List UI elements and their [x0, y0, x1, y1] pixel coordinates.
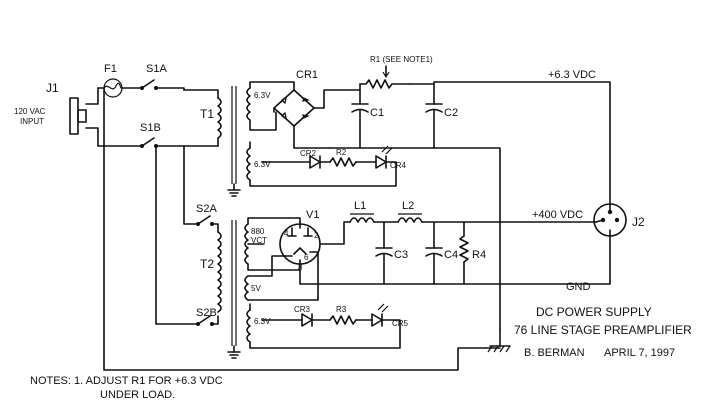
- diode-cr3: [301, 313, 313, 327]
- label-pin4: 4: [284, 229, 289, 238]
- label-cr4: CR4: [390, 161, 407, 170]
- label-j1: J1: [46, 81, 59, 95]
- t2-primary-coil: [217, 231, 222, 313]
- t2-core: [231, 220, 237, 346]
- label-t1-sec2: 6.3V: [254, 160, 271, 169]
- switch-s2a: [196, 215, 214, 226]
- label-t2-5v: 5V: [251, 284, 261, 293]
- choke-l1: [349, 213, 375, 223]
- label-c3: C3: [394, 249, 408, 261]
- switch-s1b: [140, 137, 158, 148]
- label-r3: R3: [336, 305, 347, 314]
- resistor-r4: [459, 221, 469, 285]
- notes-line-1: NOTES: 1. ADJUST R1 FOR +6.3 VDC: [30, 375, 223, 387]
- chassis-ground: [487, 329, 511, 353]
- t1-core: [231, 86, 237, 184]
- label-t2-63v: 6.3V: [254, 317, 271, 326]
- label-t2-hv-1: 880: [251, 227, 265, 236]
- title-line-1: DC POWER SUPPLY: [536, 305, 652, 319]
- title-author: B. BERMAN: [524, 347, 585, 359]
- label-s2b: S2B: [196, 307, 217, 319]
- ground-symbol-t2: [227, 345, 241, 359]
- choke-l2: [397, 213, 423, 223]
- label-l2: L2: [402, 200, 414, 212]
- label-t1-sec1: 6.3V: [254, 91, 271, 100]
- label-f1: F1: [104, 63, 117, 75]
- label-j2: J2: [632, 215, 645, 229]
- fuse-f1: [103, 78, 123, 98]
- label-cr1: CR1: [296, 69, 318, 81]
- label-l1: L1: [354, 200, 366, 212]
- t1-secondary-1: [246, 81, 295, 131]
- t1-primary-coil: [217, 97, 222, 139]
- label-v1: V1: [306, 209, 319, 221]
- label-cr3: CR3: [294, 305, 311, 314]
- label-s2a: S2A: [196, 203, 217, 215]
- label-t2: T2: [200, 257, 214, 271]
- capacitor-c1: [351, 89, 369, 149]
- capacitor-c2: [425, 83, 443, 149]
- label-v63: +6.3 VDC: [548, 69, 596, 81]
- label-v400: +400 VDC: [532, 209, 583, 221]
- label-cr5: CR5: [392, 319, 409, 328]
- capacitor-c3: [375, 221, 393, 285]
- label-s1b: S1B: [140, 122, 161, 134]
- notes-line-2: UNDER LOAD.: [100, 389, 175, 401]
- label-pin8: 8: [298, 263, 303, 272]
- label-pin6: 6: [304, 253, 309, 262]
- label-input-2: INPUT: [20, 117, 44, 126]
- led-cr5: [371, 303, 389, 327]
- resistor-r3: [329, 315, 357, 325]
- potentiometer-r1: [359, 65, 411, 89]
- t1-secondary-2: [246, 141, 397, 187]
- label-r4: R4: [472, 249, 486, 261]
- label-pin2: 2: [314, 231, 319, 240]
- label-c2: C2: [444, 107, 458, 119]
- label-r2: R2: [336, 148, 347, 157]
- label-t1: T1: [200, 107, 214, 121]
- t2-secondary-hv: [244, 217, 301, 271]
- capacitor-c4: [425, 221, 443, 285]
- t2-secondary-63v: [246, 303, 401, 349]
- label-s1a: S1A: [146, 63, 167, 75]
- resistor-r2: [329, 157, 357, 167]
- label-c4: C4: [444, 249, 458, 261]
- label-c1: C1: [370, 107, 384, 119]
- title-line-2: 76 LINE STAGE PREAMPLIFIER: [514, 323, 692, 337]
- ground-symbol-t1: [227, 183, 241, 197]
- t2-secondary-5v: [244, 251, 319, 301]
- j1-connector: [69, 87, 99, 147]
- title-date: APRIL 7, 1997: [604, 347, 675, 359]
- switch-s1a: [140, 79, 158, 90]
- bridge-rectifier-cr1: [273, 89, 315, 127]
- switch-s2b: [196, 315, 214, 326]
- label-cr2: CR2: [300, 149, 317, 158]
- t1-primary-wires: [183, 89, 219, 99]
- label-r1: R1 (SEE NOTE1): [370, 55, 433, 64]
- label-input-1: 120 VAC: [14, 107, 46, 116]
- label-t2-hv-2: VCT: [251, 236, 267, 245]
- label-gnd: GND: [566, 281, 591, 293]
